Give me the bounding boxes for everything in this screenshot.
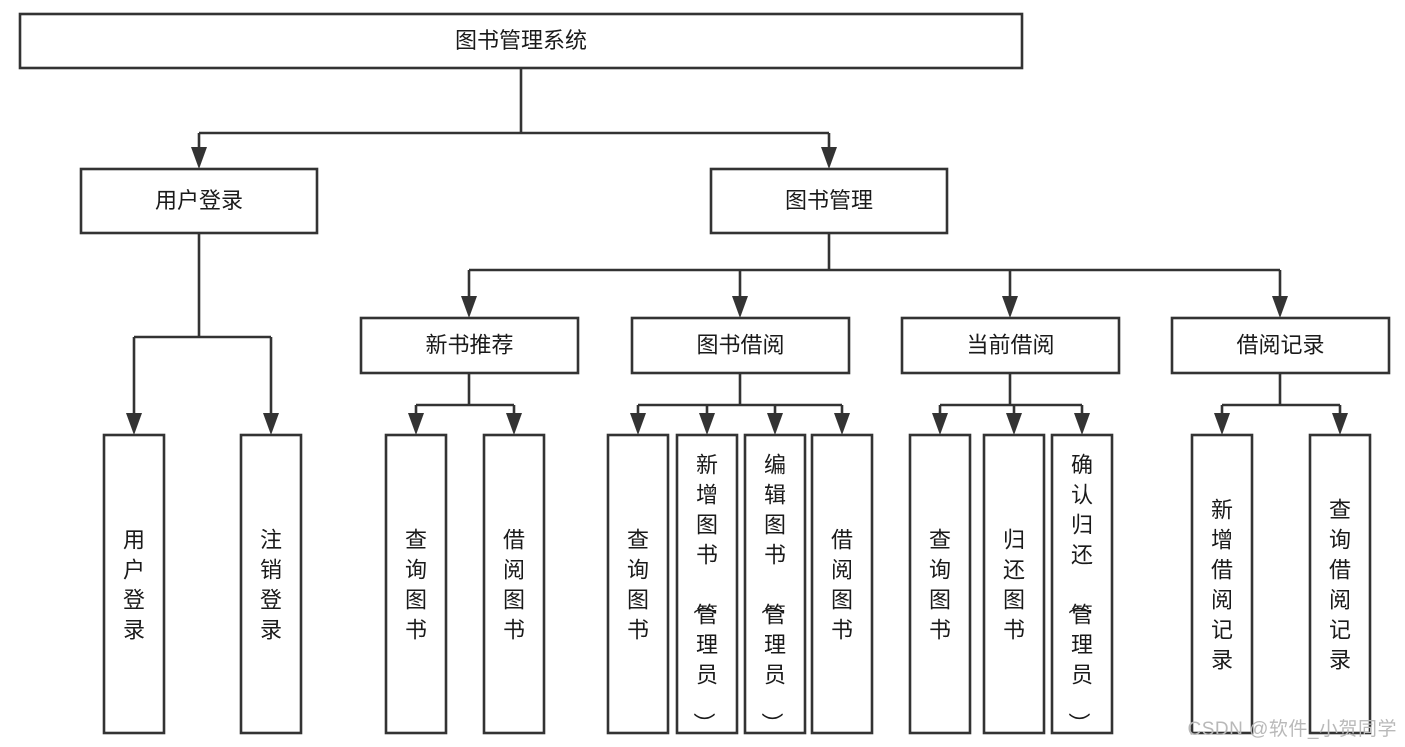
node-label: 图书借阅	[696, 332, 784, 357]
arrow-head-icon	[767, 413, 783, 435]
node-leaf-borrow-book-2[interactable]: 借阅图书	[810, 433, 874, 735]
node-box[interactable]	[1308, 433, 1372, 735]
connector-bookmanage-to-level2	[461, 233, 1288, 318]
node-label: 查询图书	[627, 527, 649, 642]
arrow-head-icon	[506, 413, 522, 435]
node-leaf-edit-book[interactable]: 编辑图书（管理员）	[743, 433, 807, 735]
node-label: 确认归还（管理员）	[1066, 452, 1093, 734]
connectors-layer	[126, 68, 1348, 435]
node-box[interactable]	[1050, 433, 1114, 735]
node-leaf-borrow-book-1[interactable]: 借阅图书	[482, 433, 546, 735]
node-label: 用户登录	[155, 188, 243, 213]
node-box[interactable]	[900, 316, 1121, 375]
node-root[interactable]: 图书管理系统	[18, 12, 1024, 70]
node-leaf-query-book-1[interactable]: 查询图书	[384, 433, 448, 735]
node-box[interactable]	[102, 433, 166, 735]
arrow-head-icon	[461, 296, 477, 318]
node-leaf-user-login[interactable]: 用户登录	[102, 433, 166, 735]
arrow-head-icon	[1332, 413, 1348, 435]
node-box[interactable]	[79, 167, 319, 235]
node-box[interactable]	[359, 316, 580, 375]
node-box[interactable]	[675, 433, 739, 735]
node-label: 借阅图书	[503, 527, 525, 642]
node-box[interactable]	[709, 167, 949, 235]
node-leaf-add-record[interactable]: 新增借阅记录	[1190, 433, 1254, 735]
node-leaf-add-book[interactable]: 新增图书（管理员）	[675, 433, 739, 735]
node-label: 查询借阅记录	[1329, 497, 1351, 672]
node-box[interactable]	[982, 433, 1046, 735]
node-user-login[interactable]: 用户登录	[79, 167, 319, 235]
node-label: 新书推荐	[425, 332, 513, 357]
node-label: 新增图书（管理员）	[691, 452, 718, 734]
node-box[interactable]	[1170, 316, 1391, 375]
arrow-head-icon	[263, 413, 279, 435]
connector-borrowrecord-to-leaves	[1214, 373, 1348, 435]
node-label: 归还图书	[1003, 527, 1025, 642]
node-label: 当前借阅	[966, 332, 1054, 357]
node-box[interactable]	[810, 433, 874, 735]
node-box[interactable]	[482, 433, 546, 735]
arrow-head-icon	[1006, 413, 1022, 435]
arrow-head-icon	[191, 147, 207, 169]
arrow-head-icon	[1074, 413, 1090, 435]
node-new-book-rec[interactable]: 新书推荐	[359, 316, 580, 375]
connector-root-to-level1	[191, 68, 837, 169]
node-leaf-query-book-2[interactable]: 查询图书	[606, 433, 670, 735]
arrow-head-icon	[1002, 296, 1018, 318]
node-label: 图书管理系统	[455, 28, 587, 53]
node-leaf-query-record[interactable]: 查询借阅记录	[1308, 433, 1372, 735]
node-box[interactable]	[908, 433, 972, 735]
node-label: 借阅记录	[1236, 332, 1324, 357]
arrow-head-icon	[408, 413, 424, 435]
node-book-manage[interactable]: 图书管理	[709, 167, 949, 235]
node-book-borrow[interactable]: 图书借阅	[630, 316, 851, 375]
node-label: 编辑图书（管理员）	[759, 452, 786, 734]
node-leaf-return-book[interactable]: 归还图书	[982, 433, 1046, 735]
node-box[interactable]	[1190, 433, 1254, 735]
node-box[interactable]	[384, 433, 448, 735]
node-label: 注销登录	[260, 527, 282, 642]
node-label: 查询图书	[929, 527, 951, 642]
node-box[interactable]	[606, 433, 670, 735]
arrow-head-icon	[699, 413, 715, 435]
node-label: 借阅图书	[831, 527, 853, 642]
node-label: 用户登录	[123, 527, 145, 642]
arrow-head-icon	[821, 147, 837, 169]
arrow-head-icon	[126, 413, 142, 435]
node-label: 图书管理	[785, 188, 873, 213]
node-borrow-record[interactable]: 借阅记录	[1170, 316, 1391, 375]
node-box[interactable]	[630, 316, 851, 375]
node-box[interactable]	[743, 433, 807, 735]
node-leaf-logout[interactable]: 注销登录	[239, 433, 303, 735]
arrow-head-icon	[1272, 296, 1288, 318]
connector-bookborrow-to-leaves	[630, 373, 850, 435]
arrow-head-icon	[732, 296, 748, 318]
connector-newbookrec-to-leaves	[408, 373, 522, 435]
node-box[interactable]	[18, 12, 1024, 70]
arrow-head-icon	[1214, 413, 1230, 435]
node-box[interactable]	[239, 433, 303, 735]
arrow-head-icon	[932, 413, 948, 435]
node-label: 新增借阅记录	[1211, 497, 1233, 672]
node-current-borrow[interactable]: 当前借阅	[900, 316, 1121, 375]
connector-userlogin-to-leaves	[126, 233, 279, 435]
arrow-head-icon	[834, 413, 850, 435]
node-leaf-query-book-3[interactable]: 查询图书	[908, 433, 972, 735]
arrow-head-icon	[630, 413, 646, 435]
connector-currentborrow-to-leaves	[932, 373, 1090, 435]
node-leaf-confirm-return[interactable]: 确认归还（管理员）	[1050, 433, 1114, 735]
node-label: 查询图书	[405, 527, 427, 642]
nodes-layer: 图书管理系统用户登录图书管理新书推荐图书借阅当前借阅借阅记录用户登录注销登录查询…	[18, 12, 1391, 735]
